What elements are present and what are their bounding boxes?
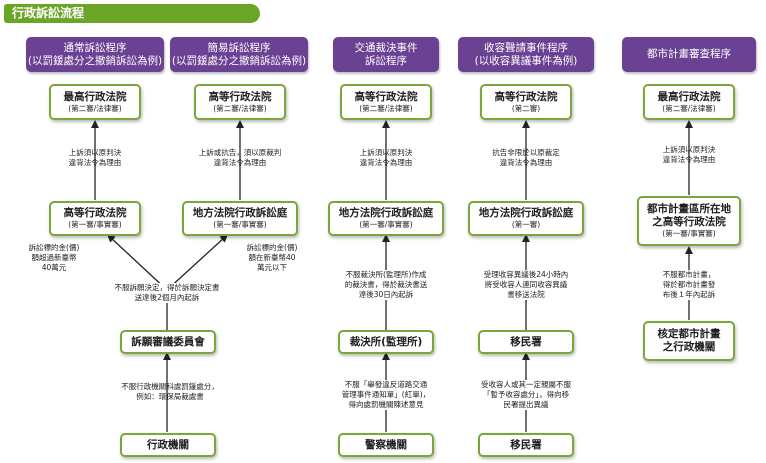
court-box-high-admin-court: 高等行政法院(第一審/事實審) — [49, 201, 141, 236]
urban-plan-agency-box: 核定都市計畫之行政機關 — [643, 321, 735, 361]
category-header-detention: 收容聲請事件程序(以收容異議事件為例) — [458, 37, 594, 72]
police-agency-box: 警察機關 — [338, 433, 434, 457]
ruling-deadline-note: 不服裁決所(監理所)作成的裁決書，得於裁決書送達後30日內起訴 — [331, 270, 441, 300]
appeal-condition-note: 抗告非限於以原裁定違背法令為理由 — [492, 148, 560, 167]
appeal-condition-note: 上訴須以原判決違背法令為理由 — [662, 145, 716, 164]
category-header-urban-plan: 都市計畫審查程序 — [622, 37, 756, 72]
court-box-high-admin-court: 高等行政法院(第二審/法律審) — [340, 84, 432, 120]
transfer-note: 受理收容異議後24小時內將受收容人連同收容異議書移送法院 — [466, 270, 586, 300]
immigration-agency-origin-box: 移民署 — [478, 433, 574, 457]
immigration-agency-box: 移民署 — [478, 330, 574, 354]
appeal-condition-note: 上訴須以原判決違背法令為理由 — [68, 148, 122, 167]
court-box-high-admin-court: 高等行政法院(第二審/法律審) — [194, 84, 286, 120]
appeal-condition-note: 上訴須以原判決違背法令為理由 — [359, 148, 413, 167]
court-box-district-admin-court: 地方法院行政訴訟庭(第一審/事實審) — [182, 201, 298, 236]
page-title: 行政訴訟流程 — [4, 4, 260, 23]
court-box-district-admin-court: 地方法院行政訴訟庭(第一審) — [468, 201, 584, 236]
court-box-high-admin-court: 高等行政法院(第二審) — [480, 84, 572, 120]
appeal-decision-note: 不服訴願決定，得於訴願決定書送達後2個月內起訴 — [95, 283, 239, 303]
ticket-objection-note: 不服「舉發違反道路交通管理事件通知單」(紅單)，得向處罰機關陳述意見 — [326, 380, 446, 410]
urban-plan-deadline-note: 不服都市計畫，得於都市計畫發布後１年內起訴 — [644, 270, 734, 300]
court-box-urban-plan-high-court: 都市計畫區所在地之高等行政法院(第一審/事實審) — [637, 196, 741, 246]
ruling-office-box: 裁決所(監理所) — [338, 330, 434, 354]
category-header-traffic: 交通裁決事件訴訟程序 — [333, 37, 439, 72]
admin-agency-box: 行政機關 — [120, 433, 216, 457]
category-header-summary: 簡易訴訟程序(以罰鍰處分之撤銷訴訟為例) — [170, 37, 308, 72]
category-header-ordinary: 通常訴訟程序(以罰鍰處分之撤銷訴訟為例) — [26, 37, 164, 72]
appeal-condition-note: 上訴或抗告，須以原裁判違背法令為理由 — [198, 148, 282, 167]
appeal-committee-box: 訴願審議委員會 — [120, 330, 216, 354]
detention-objection-note: 受收容人或其一定親屬不服「暫予收容處分」，得向移民署提出異議 — [462, 380, 590, 410]
court-box-supreme-admin-court: 最高行政法院(第二審/法律審) — [643, 84, 735, 120]
court-box-district-admin-court: 地方法院行政訴訟庭(第一審/事實審) — [328, 201, 444, 236]
admin-penalty-note: 不服行政機關科處罰鍰處分，例如：環保局裁處書 — [121, 382, 219, 401]
court-box-supreme-admin-court: 最高行政法院(第二審/法律審) — [49, 84, 141, 120]
